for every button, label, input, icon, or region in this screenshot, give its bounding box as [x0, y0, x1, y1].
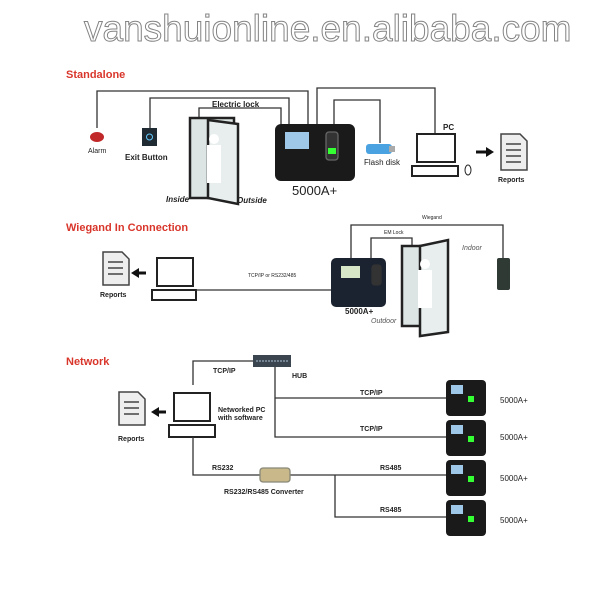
hub-icon	[253, 355, 291, 367]
networked-pc-label: Networked PC with software	[218, 407, 266, 422]
rs232-label: RS232	[212, 465, 234, 472]
alarm-label: Alarm	[88, 148, 107, 155]
electric-lock-label: Electric lock	[212, 100, 260, 109]
converter-icon	[259, 467, 291, 483]
device-net-label-4: 5000A+	[500, 516, 528, 525]
reports-label: Reports	[498, 177, 525, 184]
reports-label-2: Reports	[100, 292, 127, 299]
inside-label: Inside	[166, 195, 190, 204]
pc-label: PC	[443, 123, 455, 132]
network-title: Network	[66, 356, 110, 368]
device-5000a-icon-2	[331, 258, 386, 307]
device-net-label-3: 5000A+	[500, 474, 528, 483]
network-devices	[446, 380, 486, 536]
door-icon	[188, 116, 240, 206]
reports-icon-3	[118, 391, 146, 426]
device-5000a-icon	[275, 124, 355, 181]
outdoor-label: Outdoor	[371, 318, 397, 325]
wiegand-label: Wiegand	[422, 215, 442, 221]
door-icon-2	[400, 238, 450, 338]
networked-pc-icon	[168, 392, 216, 438]
line-label-3: RS485	[380, 465, 402, 472]
reports-icon-2	[102, 251, 130, 286]
em-lock-label: EM Lock	[384, 230, 404, 236]
indoor-label: Indoor	[462, 245, 482, 252]
alarm-icon	[90, 132, 104, 142]
flash-disk-icon	[366, 144, 395, 154]
tcpip-label: TCP/IP	[213, 368, 236, 375]
device-net-label-2: 5000A+	[500, 433, 528, 442]
device-label-2: 5000A+	[345, 307, 374, 316]
flash-disk-label: Flash disk	[364, 158, 401, 167]
line-label-1: TCP/IP	[360, 390, 383, 397]
converter-label: RS232/RS485 Converter	[224, 489, 304, 496]
line-label-2: TCP/IP	[360, 426, 383, 433]
watermark: vanshuionline.en.alibaba.com	[84, 8, 573, 50]
reports-icon	[500, 133, 528, 171]
outside-label: Outside	[237, 196, 267, 205]
standalone-wires	[96, 87, 436, 143]
reports-label-3: Reports	[118, 436, 145, 443]
link-label: TCP/IP or RS232/485	[248, 273, 297, 279]
hub-label: HUB	[292, 373, 308, 380]
wiegand-title: Wiegand In Connection	[66, 222, 189, 234]
exit-button-icon	[142, 128, 157, 146]
laptop-icon	[151, 257, 197, 301]
card-reader-icon	[497, 258, 510, 290]
pc-icon	[411, 133, 472, 177]
standalone-title: Standalone	[66, 69, 126, 81]
device-net-label-1: 5000A+	[500, 396, 528, 405]
line-label-4: RS485	[380, 507, 402, 514]
exit-button-label: Exit Button	[125, 153, 168, 162]
device-label: 5000A+	[292, 183, 338, 198]
